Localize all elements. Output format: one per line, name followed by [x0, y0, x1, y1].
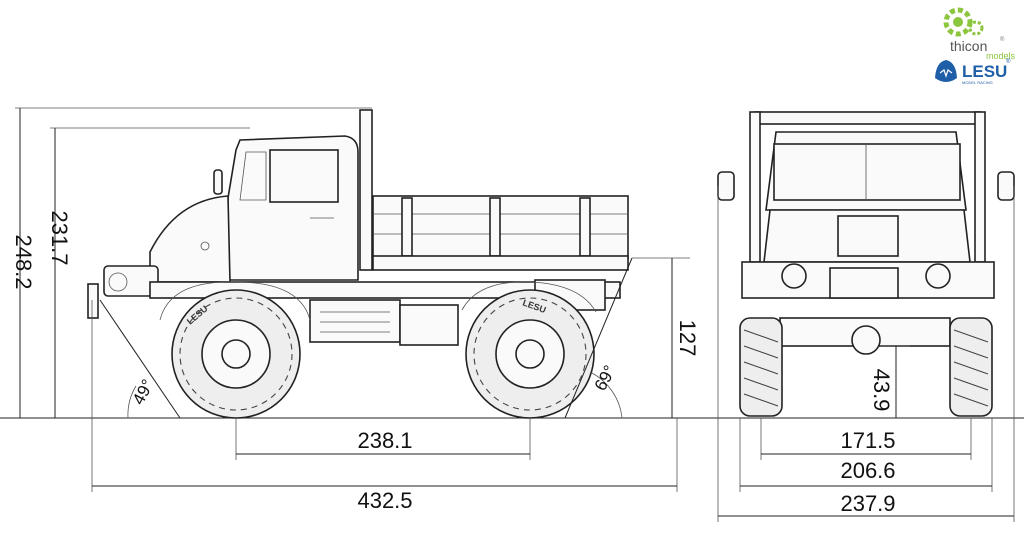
- axle-width-label: 206.6: [840, 458, 895, 483]
- hood: [149, 195, 231, 283]
- cab-window: [269, 149, 339, 203]
- front-winch: [103, 265, 159, 297]
- left-mirror: [717, 171, 735, 201]
- lion-head-icon: [935, 60, 957, 82]
- departure-angle-line: [564, 257, 633, 419]
- front-view-truck: [717, 111, 1015, 417]
- side-view-truck: LESU LESU: [87, 109, 629, 419]
- cab-height-label: 231.7: [47, 210, 72, 265]
- front-view-right-tire: [949, 317, 993, 417]
- thicon-logo: thicon ® models: [943, 7, 1016, 61]
- departure-angle-label: 69°: [591, 362, 620, 394]
- right-headlight: [925, 263, 951, 289]
- overall-length-label: 432.5: [357, 488, 412, 513]
- grille: [837, 215, 899, 257]
- overall-height-label: 248.2: [11, 234, 36, 289]
- thicon-wordmark: thicon: [950, 38, 987, 54]
- front-roll-bar: [754, 111, 981, 125]
- approach-angle-label: 49°: [129, 376, 158, 408]
- ground-clearance-label: 43.9: [869, 369, 894, 412]
- side-mirror: [213, 169, 223, 195]
- front-dimensions: 43.9 171.5 206.6 237.9: [717, 186, 1015, 522]
- side-dimensions: 248.2 231.7 49° 69° 127 238.1 432.5: [11, 107, 700, 513]
- lesu-logo: LESU ® MODEL RACING: [935, 58, 1011, 85]
- transfer-case: [399, 304, 459, 346]
- bed-floor: [372, 255, 629, 271]
- approach-angle-line: [99, 299, 181, 419]
- lesu-wordmark: LESU: [962, 62, 1007, 81]
- windshield: [773, 143, 961, 201]
- front-hook: [87, 283, 99, 319]
- overall-width-label: 237.9: [840, 491, 895, 516]
- chassis-frame: [149, 281, 621, 299]
- left-headlight: [781, 263, 807, 289]
- roll-bar: [359, 109, 373, 271]
- lesu-tagline: MODEL RACING: [962, 80, 993, 85]
- thicon-registered-mark: ®: [1000, 36, 1005, 43]
- right-mirror: [997, 171, 1015, 201]
- rear-height-label: 127: [675, 320, 700, 357]
- side-tank: [309, 299, 401, 343]
- thicon-models-text: models: [986, 51, 1016, 61]
- rear-wheel: LESU: [465, 289, 595, 419]
- front-view-winch: [829, 267, 899, 299]
- track-width-label: 171.5: [840, 428, 895, 453]
- front-view-left-tire: [739, 317, 783, 417]
- front-wheel: LESU: [171, 289, 301, 419]
- lesu-registered-mark: ®: [1006, 58, 1011, 65]
- wheelbase-label: 238.1: [357, 428, 412, 453]
